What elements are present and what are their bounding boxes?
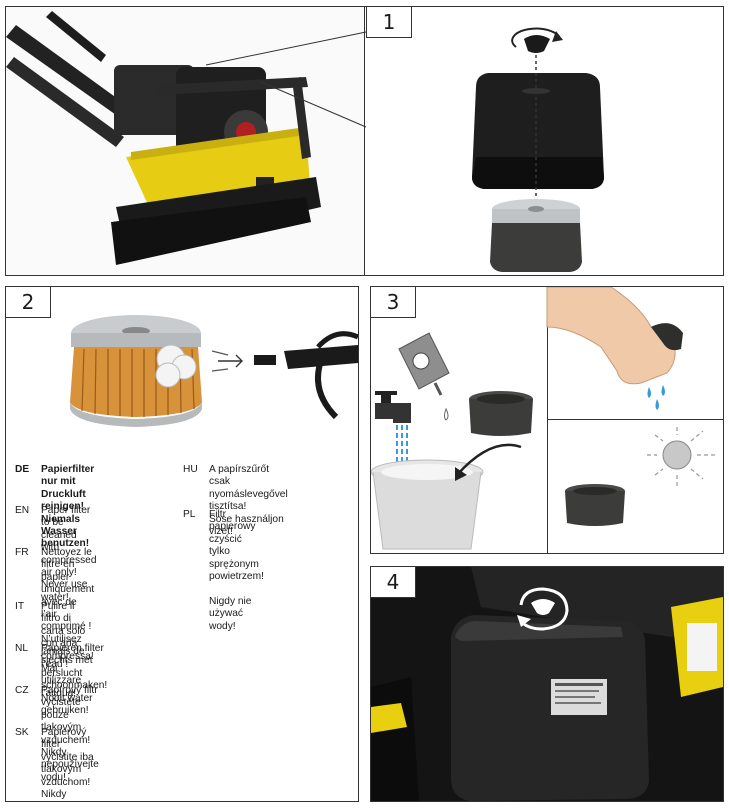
step-number: 2	[6, 287, 51, 318]
instruction-text: Nettoyez le filtre en papier uniquement …	[41, 547, 95, 670]
air-filter-element	[490, 199, 582, 272]
dripping-bottle-icon	[398, 332, 450, 421]
squeezing-hand-image	[546, 287, 683, 410]
drying-foam-filter-image	[565, 484, 625, 526]
step-number: 3	[371, 287, 416, 318]
step-2-illustration	[70, 315, 358, 427]
language-code: FR	[15, 547, 29, 558]
sun-dry-icon	[647, 427, 715, 487]
step-2-panel: 2 DE	[5, 286, 359, 802]
language-code: EN	[15, 505, 30, 516]
instruction-text: Papierfilter nur mit Druckluft reinigen!…	[41, 464, 95, 550]
language-code: CZ	[15, 685, 29, 696]
step-4-panel: 4	[370, 566, 724, 802]
panel-divider	[547, 419, 723, 420]
step-3-illustration	[371, 287, 715, 550]
step-3-panel: 3	[370, 286, 724, 554]
step-4-illustration	[371, 567, 723, 801]
panel-divider	[364, 7, 365, 275]
plate-compactor-image	[6, 7, 364, 275]
bucket-image	[371, 459, 484, 550]
instruction-text: Papírový filtr vyčistěte pouze tlakovým …	[41, 685, 99, 783]
rotate-arrow-icon	[517, 587, 569, 631]
step-1-illustration	[6, 7, 604, 275]
step-number: 1	[366, 7, 412, 38]
language-code: HU	[183, 464, 198, 475]
instruction-text: Paper filter to be cleaned with compress…	[41, 505, 97, 603]
foam-filter-image	[469, 391, 533, 436]
instruction-text: A papírszűrőt csak nyomáslevegővel tiszt…	[209, 464, 288, 538]
language-code: IT	[15, 601, 25, 612]
step-1-panel: 1	[5, 6, 724, 276]
air-filter-cover	[472, 73, 604, 189]
instruction-text: Papierový filter vyčistite iba tlakovým …	[41, 727, 94, 801]
instruction-text: Papieren filter slechts met perslucht sc…	[41, 643, 108, 717]
compressed-air-icon	[155, 344, 243, 388]
air-gun-image	[254, 331, 358, 420]
panel-divider	[547, 287, 548, 553]
instruction-text: Filtr papierowy czyścić tylko sprężonym …	[209, 509, 264, 632]
language-code: NL	[15, 643, 29, 654]
language-code: SK	[15, 727, 29, 738]
language-code: PL	[183, 509, 196, 520]
instruction-text: Pulire il filtro di carta solo con aria …	[41, 601, 94, 699]
water-tap-icon	[375, 391, 411, 492]
rotate-arrow-icon	[511, 27, 563, 53]
language-code: DE	[15, 464, 30, 475]
step-number: 4	[371, 567, 416, 598]
